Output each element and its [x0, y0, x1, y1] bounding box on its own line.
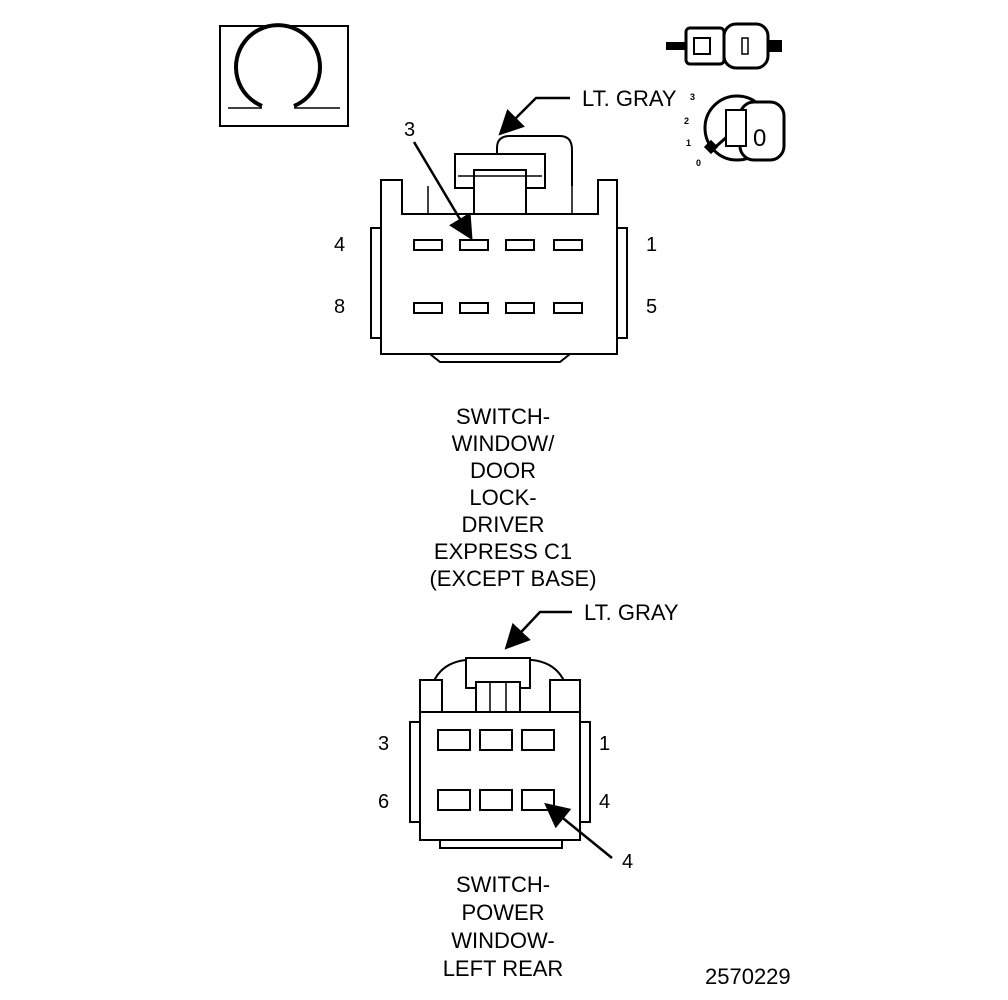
c1-pin-cavity	[459, 302, 489, 314]
key-label: 0	[753, 125, 766, 152]
c1-title-line: WINDOW/	[452, 431, 556, 456]
lr-callout-pin-label: 4	[622, 851, 633, 873]
key-position-2: 2	[684, 116, 689, 126]
c1-pin-cavity	[413, 302, 443, 314]
omega-icon	[219, 23, 349, 127]
lr-pin-cavity	[437, 729, 471, 751]
c1-title-line: (EXCEPT BASE)	[429, 566, 596, 591]
lr-title-line: WINDOW-	[451, 928, 554, 953]
lr-color-label: LT. GRAY	[584, 600, 679, 625]
key-position-0: 0	[696, 158, 701, 168]
c1-pin-label-top-right: 1	[646, 234, 657, 256]
c1-title: SWITCH- WINDOW/ DOOR LOCK- DRIVER EXPRES…	[429, 404, 596, 591]
c1-title-line: LOCK-	[469, 485, 536, 510]
lr-pin-label-top-left: 3	[378, 733, 389, 755]
c1-title-line: DOOR	[470, 458, 536, 483]
lr-title-line: LEFT REAR	[443, 956, 564, 981]
lr-color-leader	[504, 610, 572, 650]
lr-title: SWITCH- POWER WINDOW- LEFT REAR	[443, 872, 564, 981]
c1-color-leader	[498, 96, 570, 136]
c1-pin-cavity	[459, 239, 489, 251]
c1-pin-label-bottom-left: 8	[334, 296, 345, 318]
ignition-key-icon: 0 3 2 1 0	[684, 92, 786, 168]
lr-title-line: POWER	[461, 900, 544, 925]
lr-pin-cavity	[437, 789, 471, 811]
lr-pin-cavity	[521, 729, 555, 751]
connector-left-rear: 3 1 6 4 4 LT. GRAY SWITCH- POWER WINDOW-…	[378, 600, 679, 981]
c1-title-line: EXPRESS C1	[434, 539, 572, 564]
lr-pin-cavity	[479, 729, 513, 751]
c1-color-label: LT. GRAY	[582, 86, 677, 111]
key-position-1: 1	[686, 138, 691, 148]
lr-pin-label-bottom-left: 6	[378, 791, 389, 813]
c1-pin-cavity	[505, 302, 535, 314]
diagram-id: 2570229	[705, 964, 791, 989]
lr-callout-arrow	[544, 802, 613, 859]
c1-pin-cavity	[553, 302, 583, 314]
lr-title-line: SWITCH-	[456, 872, 550, 897]
c1-pin-cavity	[553, 239, 583, 251]
connector-plug-icon	[666, 22, 782, 70]
c1-title-line: DRIVER	[461, 512, 544, 537]
c1-callout-arrow	[412, 141, 473, 241]
c1-callout-pin-label: 3	[404, 119, 415, 141]
lr-pin-cavity	[479, 789, 513, 811]
key-position-3: 3	[690, 92, 695, 102]
lr-pin-label-bottom-right: 4	[599, 791, 610, 813]
c1-pin-cavity	[413, 239, 443, 251]
lr-pin-label-top-right: 1	[599, 733, 610, 755]
c1-pin-label-bottom-right: 5	[646, 296, 657, 318]
c1-pin-label-top-left: 4	[334, 234, 345, 256]
c1-title-line: SWITCH-	[456, 404, 550, 429]
c1-pin-cavity	[505, 239, 535, 251]
connector-c1: 4 1 8 5 3 LT. GRAY SWITCH- WINDOW/ DOOR …	[334, 86, 677, 591]
